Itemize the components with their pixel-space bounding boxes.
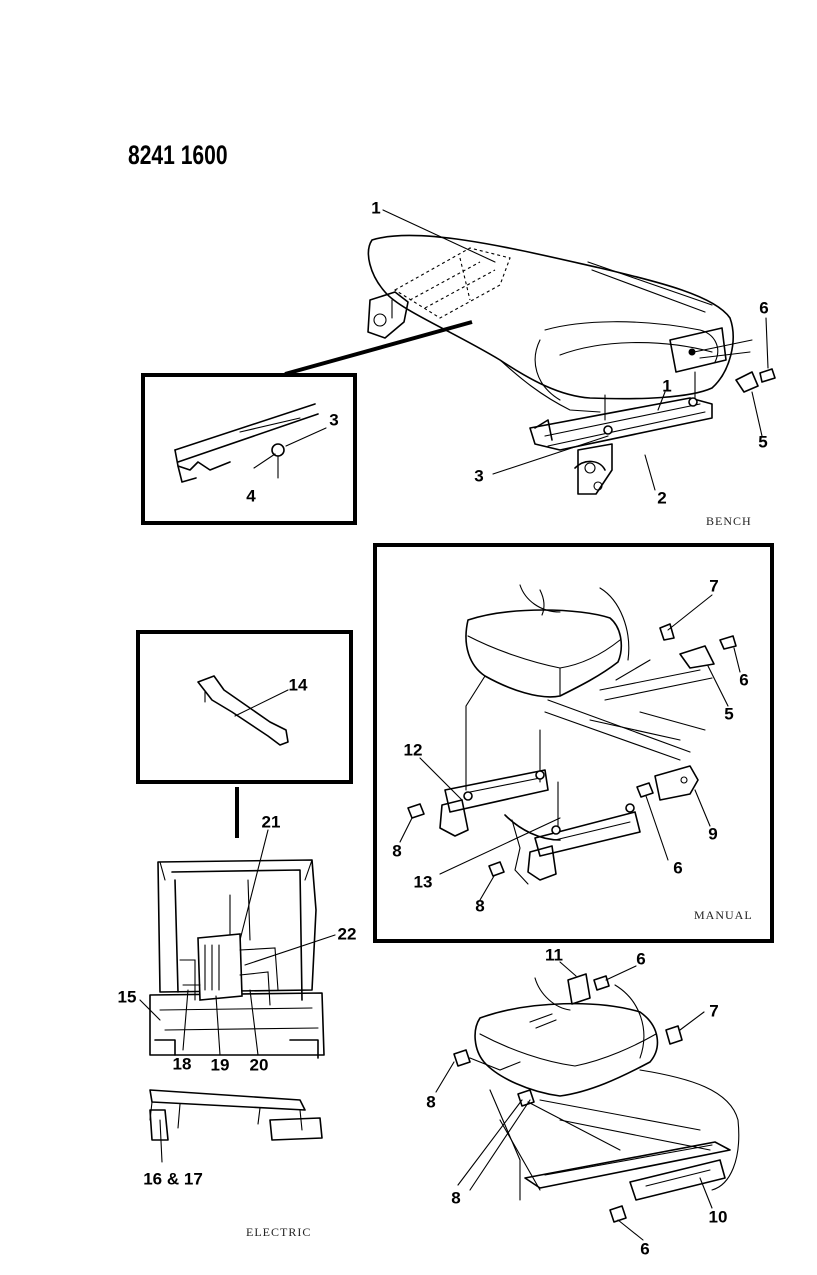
callout-1: 1: [371, 198, 381, 218]
callout-6: 6: [636, 949, 646, 969]
callout-3: 3: [474, 466, 484, 486]
callout-2: 2: [657, 488, 667, 508]
callout-1: 1: [662, 376, 672, 396]
callout-8: 8: [392, 841, 402, 861]
callout-6: 6: [640, 1239, 650, 1259]
callout-6: 6: [673, 858, 683, 878]
callout-8: 8: [475, 896, 485, 916]
manual-caption: MANUAL: [694, 908, 753, 922]
callout-19: 19: [210, 1055, 230, 1075]
callout-11: 11: [545, 945, 563, 965]
document-id: 8241 1600: [128, 140, 228, 170]
callout-8: 8: [451, 1188, 461, 1208]
callout-21: 21: [261, 812, 281, 832]
callout-12: 12: [403, 740, 423, 760]
callout-15: 15: [117, 987, 137, 1007]
callout-10: 10: [708, 1207, 728, 1227]
bench-caption: BENCH: [706, 514, 752, 528]
bottom-seat-drawing: [435, 961, 740, 1241]
callout-8: 8: [426, 1092, 436, 1112]
callout-18: 18: [172, 1054, 192, 1074]
callout-22: 22: [337, 924, 357, 944]
callout-5: 5: [724, 704, 734, 724]
callout-9: 9: [708, 824, 718, 844]
callout-7: 7: [709, 1001, 719, 1021]
manual-seat-inset: [373, 543, 774, 943]
callout-20: 20: [249, 1055, 269, 1075]
callout-7: 7: [709, 576, 719, 596]
callout-4: 4: [246, 486, 256, 506]
electric-caption: ELECTRIC: [246, 1225, 312, 1239]
electric-seat-frame: [139, 829, 336, 1163]
callout-16-17: 16 & 17: [143, 1169, 203, 1189]
callout-14: 14: [288, 675, 308, 695]
electric-detail-inset: [136, 630, 353, 838]
callout-6: 6: [759, 298, 769, 318]
callout-5: 5: [758, 432, 768, 452]
bench-seat-drawing: [284, 209, 776, 495]
callout-13: 13: [413, 872, 433, 892]
bench-detail-inset: [141, 373, 357, 525]
callout-6: 6: [739, 670, 749, 690]
callout-3: 3: [329, 410, 339, 430]
